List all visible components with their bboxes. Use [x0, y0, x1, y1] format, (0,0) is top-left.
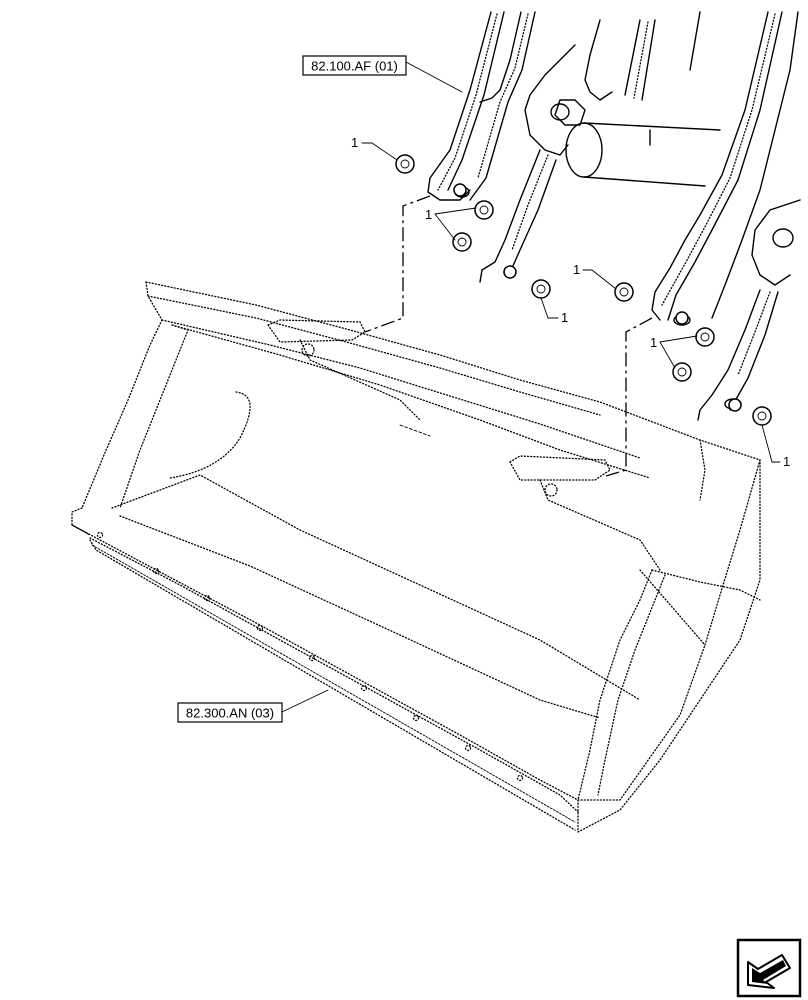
assembly-dashed-lines [364, 195, 653, 477]
bushing-items [395, 154, 772, 426]
callout-1-a: 1 [351, 135, 358, 150]
callout-1-d: 1 [573, 262, 580, 277]
bushing-f [695, 327, 715, 347]
bellcrank-right [697, 199, 801, 421]
callout-1-b: 1 [425, 207, 432, 222]
callout-1-f: 1 [783, 454, 790, 469]
crossmember [565, 19, 721, 187]
bushing-c [452, 232, 472, 252]
callout-1-c: 1 [561, 310, 568, 325]
bucket [71, 281, 761, 833]
arm-reference-label: 82.100.AF (01) [311, 59, 398, 74]
bushing-h [752, 406, 772, 426]
bellcrank-left [479, 19, 613, 283]
bushing-a [395, 154, 415, 174]
bushing-g [672, 362, 692, 382]
callout-1-e: 1 [650, 335, 657, 350]
next-page-arrow-icon[interactable] [736, 938, 802, 998]
bucket-reference-label: 82.300.AN (03) [186, 706, 274, 721]
bucket-reference-link[interactable]: 82.300.AN (03) [177, 702, 283, 723]
bushing-b [474, 200, 494, 220]
callout-leaders [281, 61, 781, 713]
bushing-e [614, 282, 634, 302]
bushing-d [531, 279, 551, 299]
loader-arm-right [651, 11, 799, 326]
loader-arm-left [427, 11, 536, 201]
arm-reference-link[interactable]: 82.100.AF (01) [302, 55, 407, 76]
